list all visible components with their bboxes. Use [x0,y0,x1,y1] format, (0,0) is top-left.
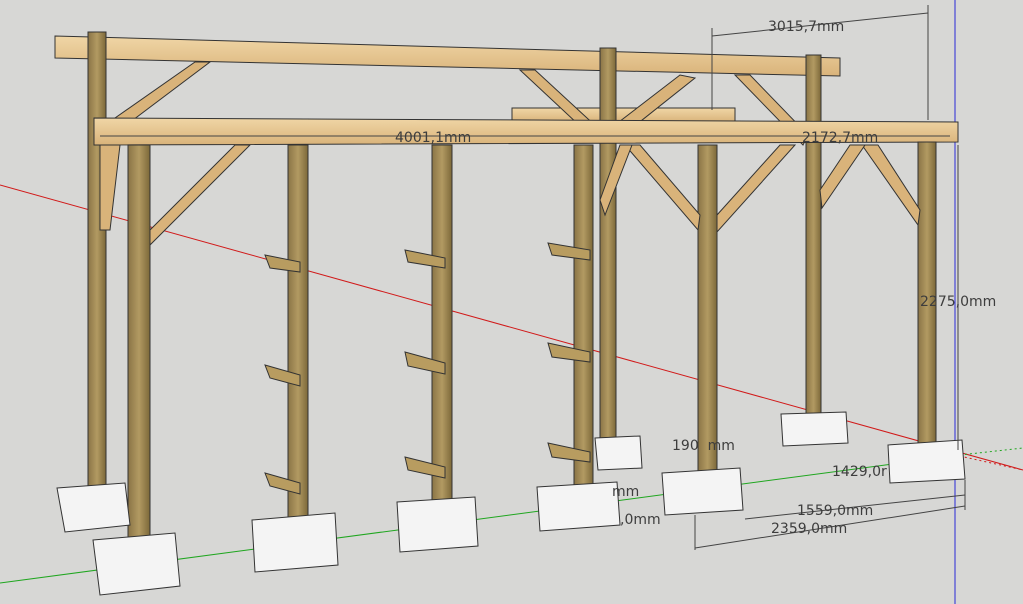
dim-left-bottom[interactable]: ,0mm [620,512,661,528]
rungs [264,242,591,495]
dim-front-length[interactable]: 4001,1mm [395,130,471,146]
brace [861,144,921,227]
dim-mid-span[interactable]: 190 mm [672,438,735,454]
dim-height[interactable]: 2275,0mm [920,294,996,310]
back-top-beam[interactable] [54,35,841,77]
brace [149,144,252,247]
front-post-3[interactable] [431,144,453,514]
dim-small-left[interactable]: mm [612,484,639,500]
dim-front-right[interactable]: 2172,7mm [802,130,878,146]
back-post-mid[interactable] [599,47,617,444]
front-post-4[interactable] [573,144,594,494]
brace [716,144,797,234]
red-axis [0,184,1023,471]
dim-right-side[interactable]: 1429,0r [832,464,887,480]
concrete-footings[interactable] [56,411,966,596]
back-post-right[interactable] [805,54,822,421]
brace [819,144,866,210]
green-axis-dotted [959,447,1023,456]
dim-top-width[interactable]: 3015,7mm [768,19,844,35]
red-axis-dotted [954,454,1023,471]
front-top-beam[interactable] [93,117,959,146]
dim-depth-b[interactable]: 2359,0mm [771,521,847,537]
brace [99,144,121,231]
dim-depth-a[interactable]: 1559,0mm [797,503,873,519]
brace [623,144,701,232]
front-post-1[interactable] [127,144,151,551]
dimension-lines [100,5,966,550]
brace [599,144,633,217]
front-post-2[interactable] [287,144,309,531]
front-post-5[interactable] [697,144,718,481]
back-post-left[interactable] [87,31,107,498]
